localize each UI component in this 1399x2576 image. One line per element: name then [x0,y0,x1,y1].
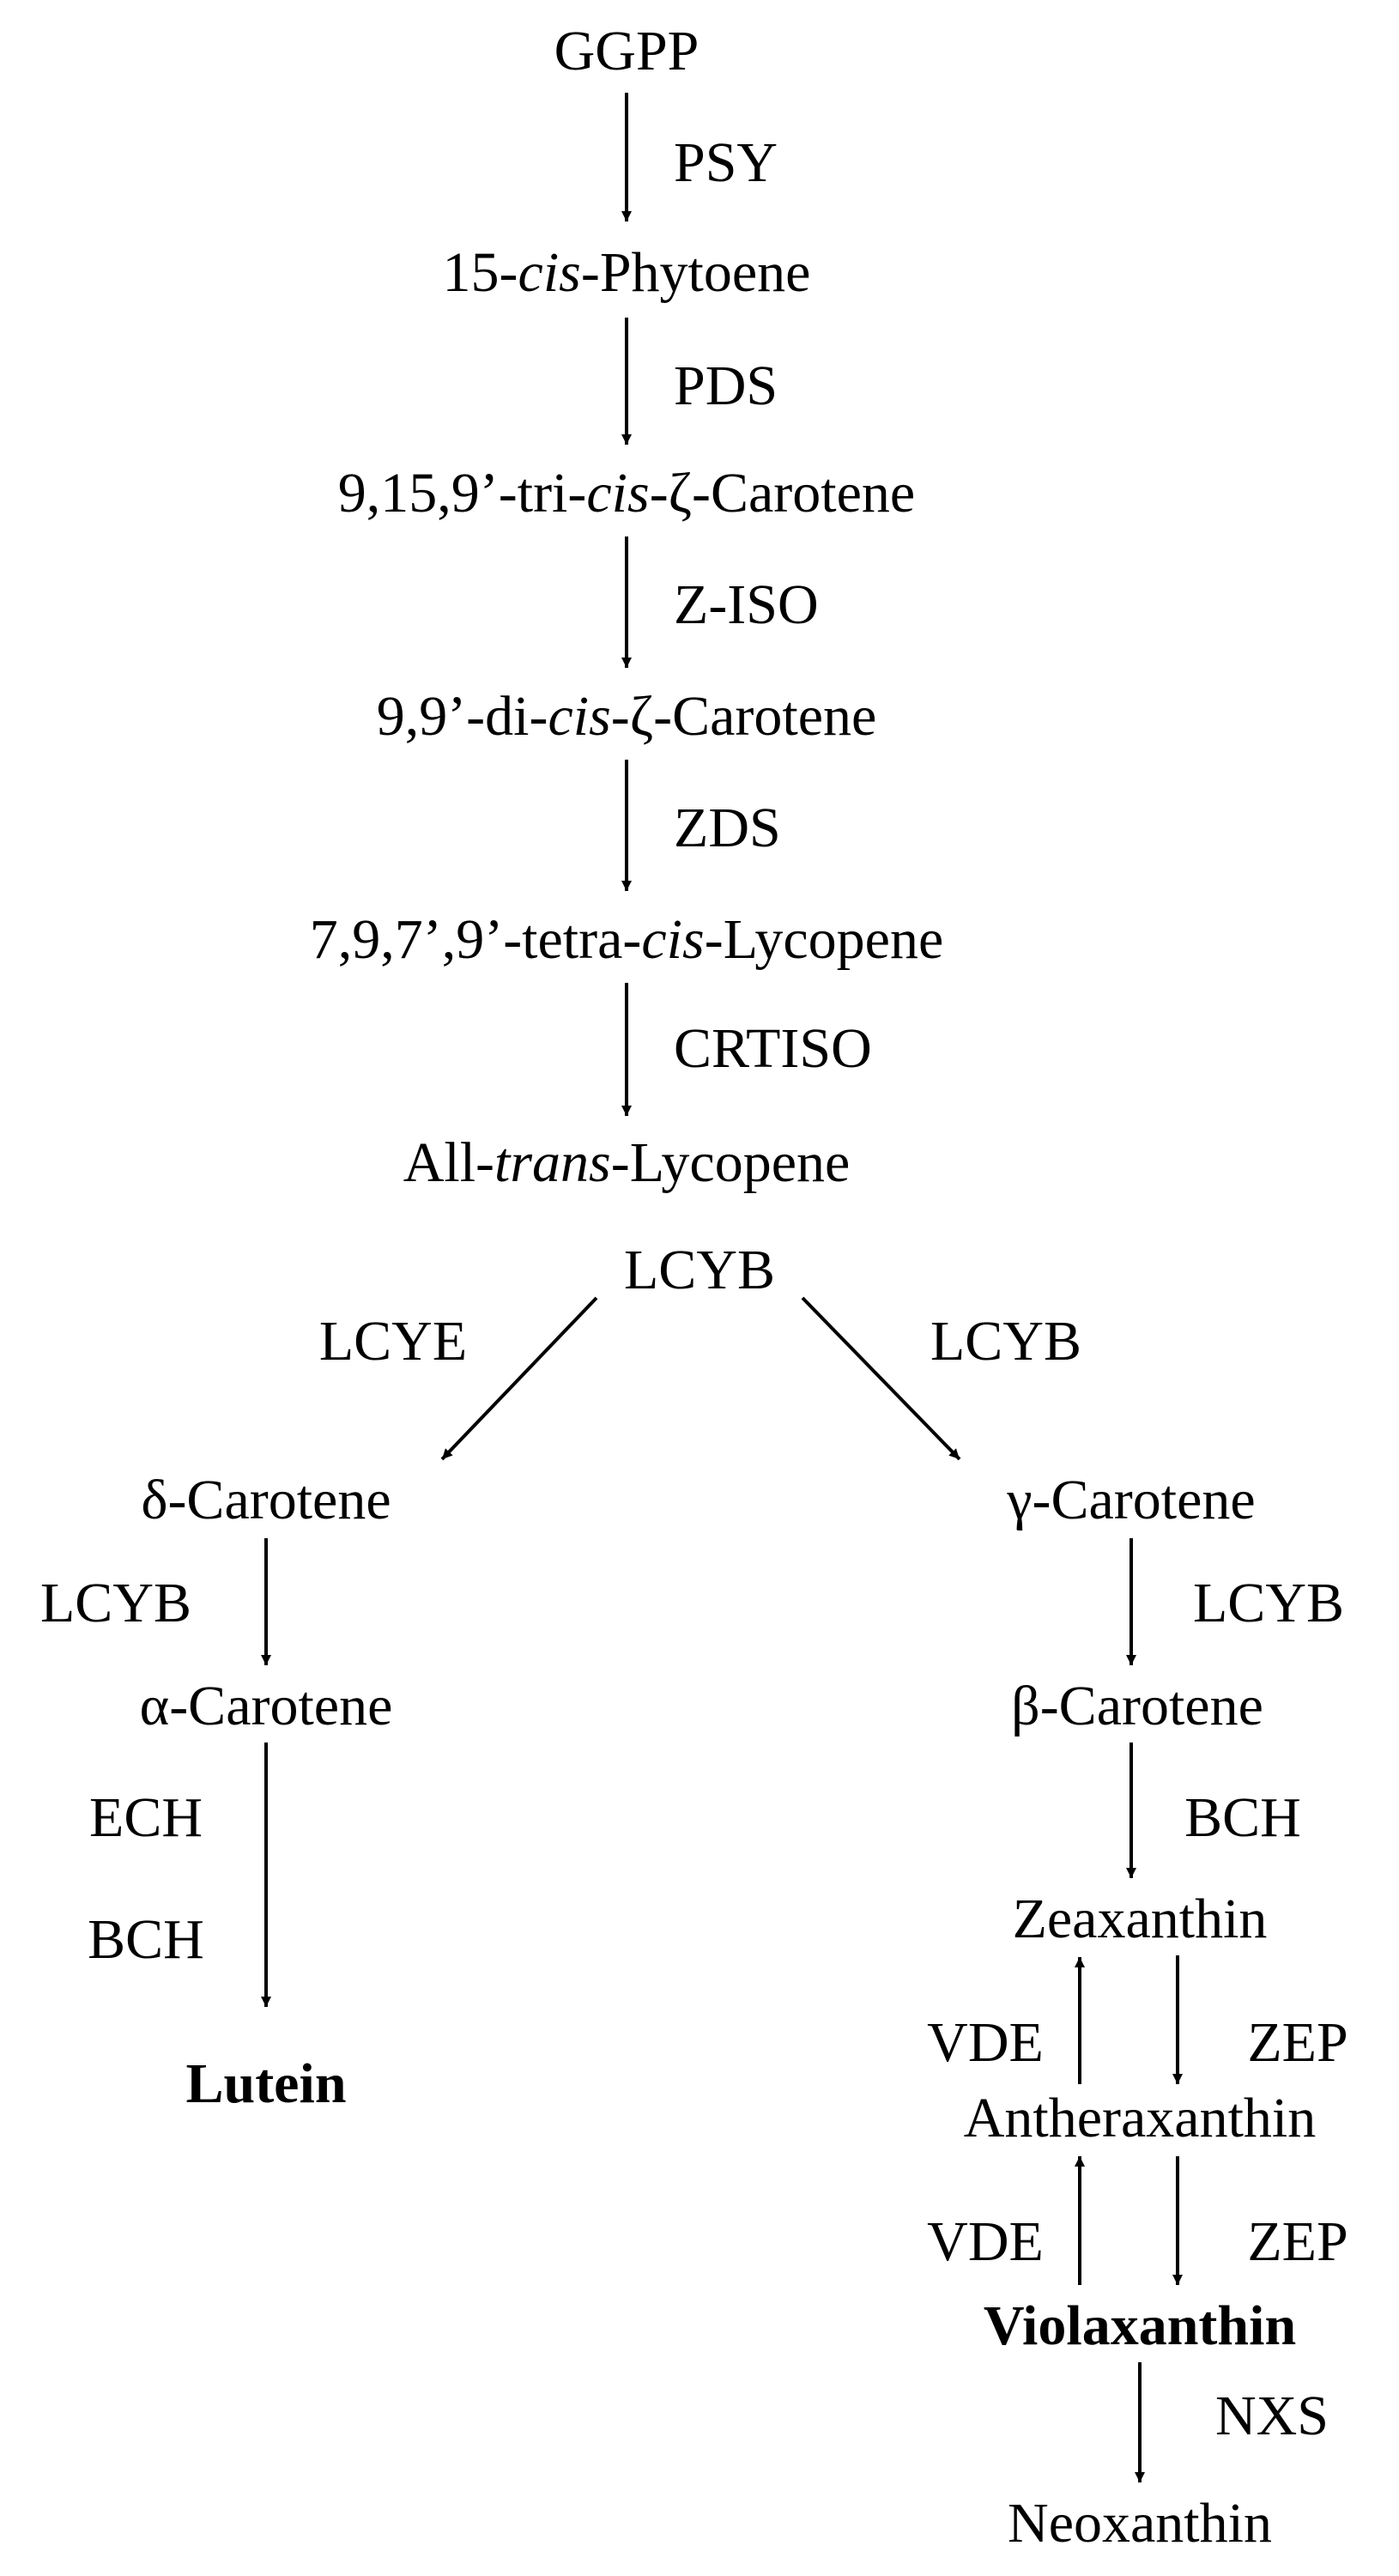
arrow-lycopene-to-gamma [801,1296,961,1461]
enzyme-bch-right: BCH [1184,1786,1301,1849]
enzyme-nxs: NXS [1214,2385,1329,2447]
enzyme-lcyb-top: LCYB [623,1239,776,1301]
enzyme-crtiso: CRTISO [674,1017,872,1080]
compound-antheraxanthin: Antheraxanthin [963,2087,1317,2149]
compound-all-trans-lycopene: All-trans-Lycopene [403,1131,851,1194]
enzyme-vde-2: VDE [927,2210,1044,2273]
enzyme-zds: ZDS [674,797,781,859]
enzyme-pds: PDS [674,355,778,417]
compound-gamma-carotene: γ-Carotene [1007,1469,1256,1531]
enzyme-psy: PSY [674,131,778,194]
enzyme-vde-1: VDE [927,2011,1044,2074]
enzyme-bch-left: BCH [88,1908,204,1971]
compound-ggpp: GGPP [554,20,700,82]
arrow-lycopene-to-delta [440,1296,598,1461]
compound-zeaxanthin: Zeaxanthin [1012,1888,1268,1950]
compound-di-cis-zeta-carotene: 9,9’-di-cis-ζ-Carotene [376,685,877,748]
enzyme-z-iso: Z-ISO [674,573,819,636]
compound-15-cis-phytoene: 15-cis-Phytoene [442,241,811,304]
compound-lutein: Lutein [185,2052,347,2115]
compound-tri-cis-zeta-carotene: 9,15,9’-tri-cis-ζ-Carotene [337,462,916,524]
enzyme-lcyb-gamma: LCYB [1192,1572,1345,1634]
arrows [261,93,1183,2482]
compound-neoxanthin: Neoxanthin [1008,2492,1272,2555]
enzyme-lcye: LCYE [318,1310,468,1373]
compound-delta-carotene: δ-Carotene [141,1469,391,1531]
compound-alpha-carotene: α-Carotene [139,1675,393,1737]
compound-tetra-cis-lycopene: 7,9,7’,9’-tetra-cis-Lycopene [309,908,944,971]
enzyme-ech: ECH [89,1786,203,1849]
enzyme-zep-2: ZEP [1247,2210,1348,2273]
compound-violaxanthin: Violaxanthin [983,2294,1297,2357]
enzyme-zep-1: ZEP [1247,2011,1348,2074]
enzyme-lcyb-right: LCYB [930,1310,1082,1373]
enzyme-lcyb-left: LCYB [39,1572,192,1634]
compound-beta-carotene: β-Carotene [1011,1675,1263,1737]
